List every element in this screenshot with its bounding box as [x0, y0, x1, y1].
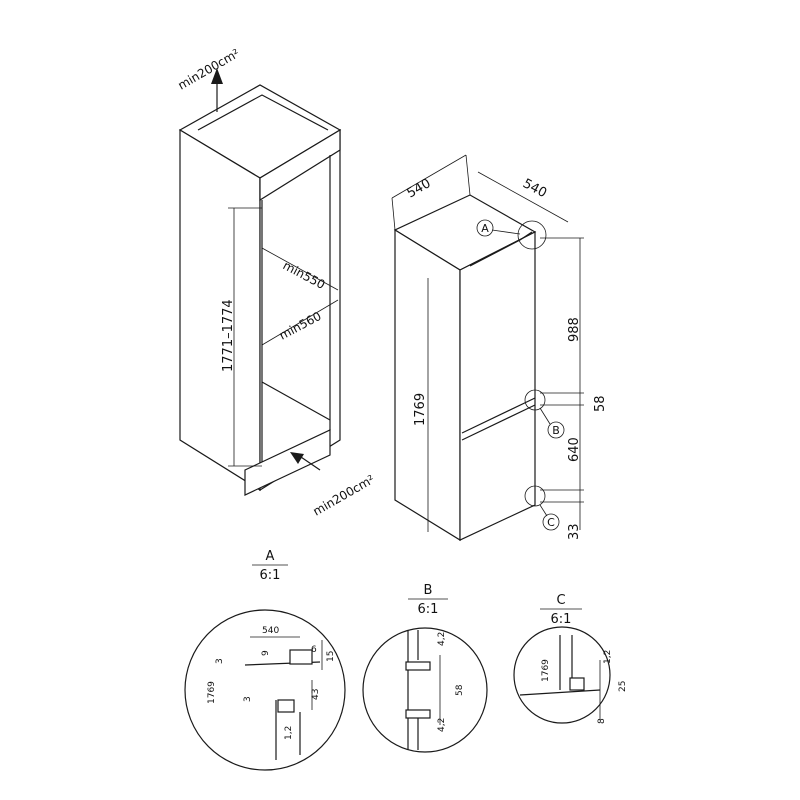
- detail-b: B 6:1 4,2 58 4,2: [362, 583, 488, 753]
- detail-b-scale: 6:1: [418, 602, 439, 617]
- marker-b-circle: [524, 389, 546, 411]
- marker-c-label: C: [547, 516, 555, 529]
- detail-a-circle: [184, 609, 346, 771]
- marker-a-label: A: [481, 222, 489, 235]
- detail-c: C 6:1 1769 1,2 25 8: [513, 593, 628, 724]
- detail-a-9: 9: [261, 650, 271, 656]
- fridge-drawing: A B C 540 540 1769 988 58 640 33: [391, 154, 608, 542]
- cabinet-plinth: [244, 429, 331, 496]
- marker-b-label: B: [552, 424, 560, 437]
- gap-label: 58: [593, 395, 608, 412]
- detail-a-3a: 3: [215, 658, 225, 664]
- detail-a-scale: 6:1: [260, 568, 281, 583]
- lower-door-label: 640: [567, 437, 582, 462]
- detail-b-42b: 4,2: [437, 718, 447, 732]
- detail-a-540: 540: [262, 626, 279, 636]
- fridge-front: [459, 231, 536, 541]
- fridge-depth-dim: [477, 171, 569, 223]
- detail-a: A 6:1 540 3 9 6 15 1769 3 43 1,2: [184, 549, 346, 771]
- detail-a-title: A: [266, 549, 275, 564]
- upper-door-label: 988: [567, 317, 582, 342]
- fridge-width-dim: [391, 154, 467, 199]
- fridge-height-label: 1769: [413, 393, 428, 426]
- detail-c-8: 8: [597, 718, 607, 724]
- detail-c-25: 25: [618, 681, 628, 692]
- depth-dim-line: [261, 299, 339, 346]
- detail-b-circle: [362, 627, 488, 753]
- detail-a-6: 6: [311, 645, 317, 655]
- detail-c-circle: [513, 626, 611, 724]
- fridge-width-label: 540: [405, 176, 434, 201]
- detail-a-12: 1,2: [284, 726, 294, 740]
- fridge-side: [394, 228, 461, 542]
- cabinet-left-side: [179, 128, 261, 492]
- detail-b-58: 58: [455, 684, 465, 696]
- detail-a-1769: 1769: [207, 681, 217, 704]
- detail-b-title: B: [424, 583, 433, 598]
- vent-bottom-label: min200cm²: [311, 472, 378, 519]
- marker-c-circle: [524, 485, 546, 507]
- detail-a-15: 15: [326, 651, 336, 662]
- cabinet-drawing: min200cm² min200cm² 1771–1774 min550 min…: [176, 46, 378, 519]
- height-range-label: 1771–1774: [221, 299, 236, 372]
- detail-a-43: 43: [311, 689, 321, 700]
- vent-top-label: min200cm²: [176, 46, 243, 93]
- detail-c-1769: 1769: [541, 659, 551, 682]
- detail-a-3b: 3: [243, 696, 253, 702]
- door-split: [461, 397, 536, 434]
- detail-c-12: 1,2: [603, 650, 613, 664]
- base-label: 33: [567, 523, 582, 540]
- marker-a-circle: [517, 220, 547, 250]
- detail-b-42a: 4,2: [437, 632, 447, 646]
- detail-c-title: C: [556, 593, 565, 608]
- detail-c-scale: 6:1: [551, 612, 572, 627]
- width-dim-line: [261, 247, 339, 291]
